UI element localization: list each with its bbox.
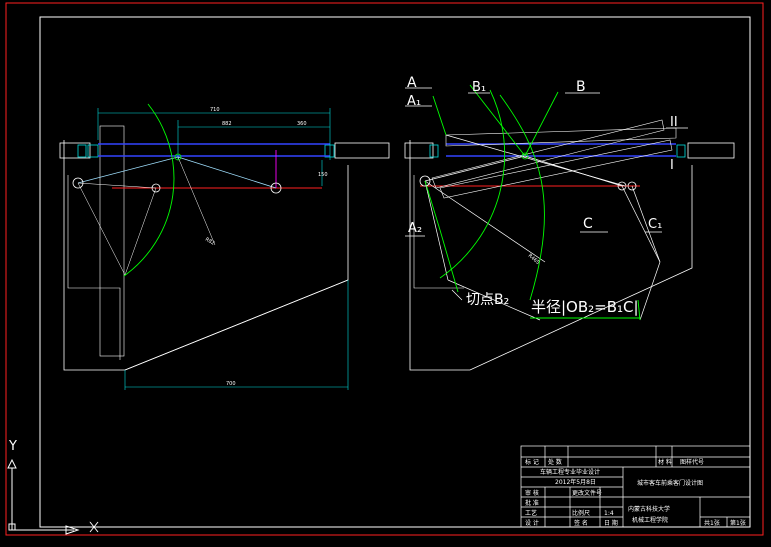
right-door-positions [431, 119, 677, 199]
tb-material: 材 料 [658, 458, 672, 466]
label-C1: C₁ [648, 217, 662, 232]
label-B1: B₁ [472, 80, 486, 95]
label-II: II [670, 115, 678, 130]
ucs-icon [7, 458, 99, 535]
left-swing-arc [123, 103, 175, 277]
label-radius-note: 半径|OB₂=B₁C| [531, 298, 639, 316]
right-step-left [404, 142, 439, 159]
right-leaders [405, 87, 688, 301]
tb-college: 机械工程学院 [632, 516, 668, 524]
right-inner-outline [413, 175, 464, 289]
ucs-x-label: X [89, 521, 90, 523]
left-step-left [59, 142, 99, 159]
tb-col-count: 处 数 [548, 458, 562, 466]
left-door-panel [99, 125, 125, 357]
right-view[interactable]: A A₁ B₁ B II I A₂ C C₁ 切点B₂ 半径|OB₂=B₁C| … [404, 75, 735, 371]
left-dimensions [97, 108, 349, 390]
tb-col-date: 日 期 [604, 519, 618, 527]
left-dim-radius: R82 [204, 237, 216, 247]
sheet-border [5, 2, 764, 536]
tb-col-sign: 签 名 [574, 519, 588, 527]
right-step-right [676, 142, 735, 159]
tb-school: 内蒙古科技大学 [628, 505, 670, 513]
tb-col-change: 更改文件号 [572, 489, 602, 497]
left-dim-top-right: 360 [297, 121, 307, 127]
tb-col-mark: 标 记 [525, 458, 539, 466]
label-A1: A₁ [407, 94, 421, 109]
left-step-right [324, 142, 390, 159]
label-radius-dim: R465 [527, 253, 541, 266]
right-pivots [419, 152, 637, 191]
label-A2: A₂ [408, 221, 422, 236]
tb-project: 车辆工程专业毕业设计 [540, 468, 600, 476]
left-dim-bottom: 700 [226, 381, 236, 387]
tb-drawing-no: 图样代号 [680, 458, 704, 466]
tb-row-review: 审 核 [525, 489, 539, 497]
left-dim-top-inner: 882 [222, 121, 232, 127]
left-inner-outline [67, 175, 121, 360]
left-body-outline [63, 140, 349, 371]
tb-scale-value: 1:4 [604, 510, 614, 517]
left-dim-vertical: 150 [318, 172, 328, 178]
label-C: C [583, 216, 593, 232]
ucs-y-label: Y [8, 439, 17, 454]
title-block-text: 城市客车前乘客门设计图 内蒙古科技大学 机械工程学院 车辆工程专业毕业设计 20… [525, 458, 746, 527]
left-dim-top-total: 710 [210, 107, 220, 113]
label-tangent-point: 切点B₂ [466, 292, 509, 308]
tb-date: 2012年5月8日 [555, 478, 596, 486]
tb-sheet-no: 第1张 [730, 519, 746, 527]
tb-drawing-title: 城市客车前乘客门设计图 [637, 479, 703, 487]
left-view[interactable]: 710 882 360 150 R82 700 [59, 103, 390, 390]
drawing-frame [39, 16, 751, 528]
label-I: I [670, 158, 674, 173]
tb-row-process: 工艺 [525, 509, 537, 517]
label-A: A [407, 75, 417, 91]
left-linkage [77, 156, 277, 276]
right-green-geometry [424, 84, 641, 321]
left-pivots [72, 153, 282, 194]
tb-row-approve: 批 准 [525, 499, 539, 507]
title-block[interactable] [520, 445, 751, 528]
label-B: B [576, 79, 586, 95]
right-body-outline [409, 140, 693, 371]
tb-scale-label: 比例尺 [572, 509, 590, 517]
left-body-diagonal [124, 279, 349, 371]
tb-row-design: 设 计 [525, 519, 539, 527]
right-linkage [424, 134, 661, 321]
tb-sheet-total: 共1张 [704, 519, 720, 527]
